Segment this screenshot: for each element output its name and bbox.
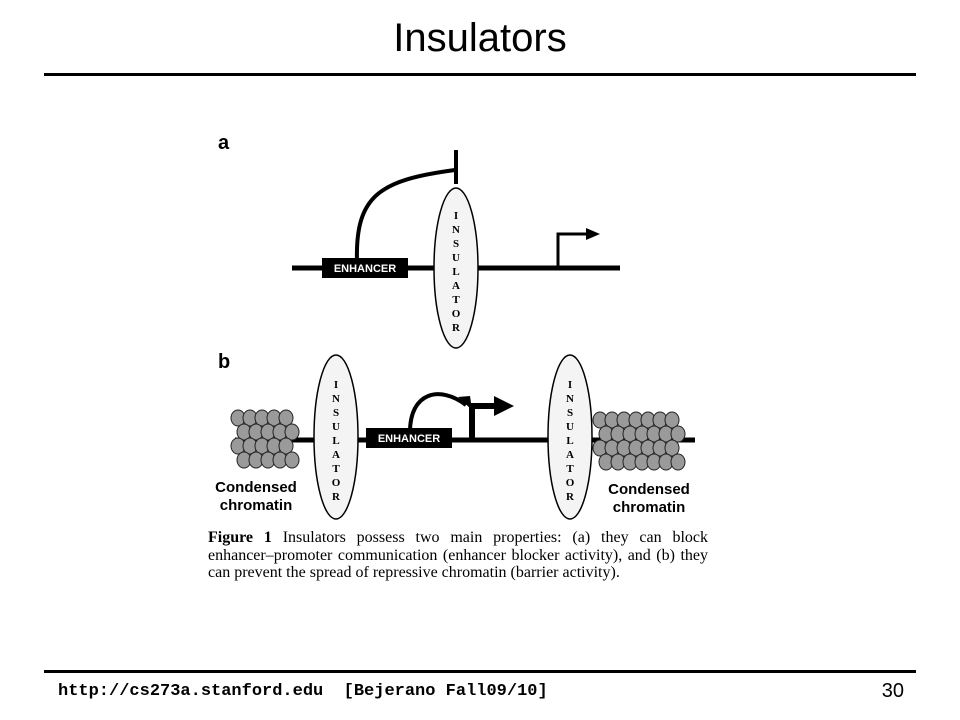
insulator-letter: U [452,252,460,264]
insulator-letter: L [566,435,573,447]
left-chromatin-label-line2: chromatin [220,497,293,514]
insulator-letter: U [566,421,574,433]
insulator-letter: R [452,322,461,334]
nucleosome [278,437,294,455]
insulator-letter: O [566,477,575,489]
right-condensed-chromatin [592,411,686,471]
right-chromatin-label-line1: Condensed [608,481,690,498]
figure-caption-text: Insulators possess two main properties: … [208,529,709,582]
panel-a-promoter-arrowhead [586,228,600,240]
nucleosome [278,409,294,427]
left-condensed-chromatin [230,409,300,469]
insulator-letter: U [332,421,340,433]
insulator-letter: T [332,463,340,475]
panel-b-left-insulator [313,354,359,520]
figure-caption-label: Figure 1 [208,529,272,546]
panel-a-enhancer-loop [354,168,456,263]
panel-b-promoter-arrow [469,403,498,438]
insulator-letter: O [452,308,461,320]
panel-a-insulator [433,187,479,349]
slide-title: Insulators [393,16,567,60]
insulator-letter: A [566,449,574,461]
figure-caption: Figure 1 Insulators possess two main pro… [208,529,708,582]
panel-a-enhancer-label: ENHANCER [334,263,396,275]
nucleosome [284,451,300,469]
insulator-letter: T [566,463,574,475]
panel-b-enhancer-box [366,428,452,448]
panel-b-loop-arrowhead [458,396,472,410]
insulator-letter: A [332,449,340,461]
panel-a-insulator-letters: I N S U L A T O R [452,210,461,334]
panel-a-promoter-arrow [556,232,588,266]
insulator-letter: R [566,491,575,503]
panel-b-letter: b [218,351,230,373]
insulator-letter: N [332,393,340,405]
left-chromatin-label-line1: Condensed [215,479,297,496]
panel-b-enhancer-loop [408,392,468,433]
nucleosome [664,439,680,457]
insulator-letter: I [454,210,458,222]
insulator-letter: I [334,379,338,391]
panel-b-right-insulator [547,354,593,520]
insulator-letter: T [452,294,460,306]
panel-b-enhancer-label: ENHANCER [378,433,440,445]
insulator-letter: N [452,224,460,236]
panel-b-promoter-arrowhead [494,396,514,416]
insulator-letter: O [332,477,341,489]
insulator-letter: I [568,379,572,391]
insulator-letter: N [566,393,574,405]
footer-divider [44,670,916,673]
insulator-letter: L [452,266,459,278]
insulator-letter: L [332,435,339,447]
panel-a-enhancer-box [322,258,408,278]
insulator-letter: R [332,491,341,503]
right-chromatin-label-line2: chromatin [613,499,686,516]
panel-b-right-insulator-letters: I N S U L A T O R [566,379,575,503]
page-number: 30 [881,680,904,702]
title-divider [44,73,916,76]
nucleosome [670,425,686,443]
footer-course-url: http://cs273a.stanford.edu [Bejerano Fal… [58,682,548,701]
insulator-letter: S [333,407,339,419]
nucleosome [670,453,686,471]
insulator-letter: S [453,238,459,250]
insulator-letter: S [567,407,573,419]
nucleosome [284,423,300,441]
nucleosome [664,411,680,429]
panel-b-left-insulator-letters: I N S U L A T O R [332,379,341,503]
panel-a-letter: a [218,132,230,154]
insulator-letter: A [452,280,460,292]
